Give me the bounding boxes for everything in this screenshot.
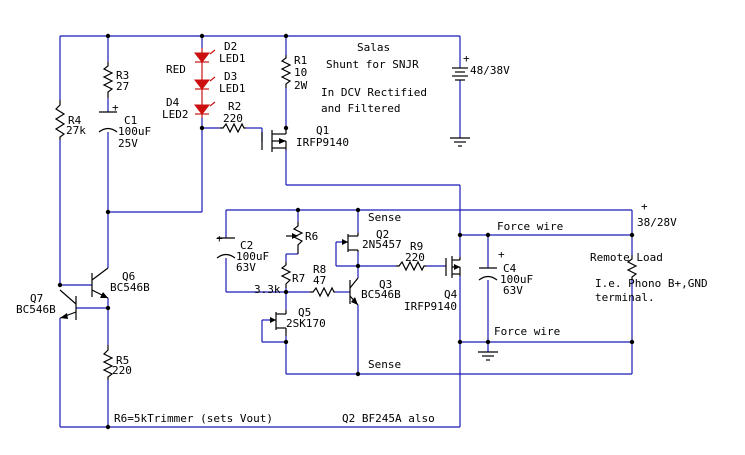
force-wire-label-top: Force wire [497,220,563,233]
resistor-r7 [280,262,292,288]
resistor-remote-load [626,255,638,280]
resistor-r2 [220,122,246,134]
r6-ref: R6 [305,230,318,243]
r7-ref: R7 [292,272,305,285]
bjt-q3 [349,277,359,306]
jfet-q2 [342,233,359,252]
q4-ref: Q4 [444,288,458,301]
bjt-q7 [59,289,77,320]
led-d2-ref: D2 [224,40,237,53]
c4-voltage: 63V [503,284,523,297]
r3-value: 27 [116,80,129,93]
r5-value: 220 [112,364,132,377]
q7-ref: Q7 [30,292,43,305]
q5-value: 2SK170 [286,317,326,330]
r1-value: 10 [294,66,307,79]
led-d3 [193,76,216,105]
capacitor-c2 [216,237,236,259]
q7-value: BC546B [16,303,56,316]
title-line-4: and Filtered [321,102,400,115]
q6-ref: Q6 [122,270,135,283]
resistor-r3 [102,62,114,98]
q3-ref: Q3 [379,278,392,291]
r3-ref: R3 [116,69,129,82]
r6-trimmer-note: R6=5kTrimmer (sets Vout) [114,412,273,425]
resistor-r8 [310,286,335,298]
junctions [57,33,635,430]
led-d3-value: LED1 [219,82,246,95]
led-d2 [193,48,216,80]
c2-plus: + [216,232,223,245]
title-line-3: In DCV Rectified [321,86,427,99]
q2-alternative-note: Q2 BF245A also [342,412,435,425]
mosfet-q4 [445,256,461,278]
q2-value: 2N5457 [362,238,402,251]
r7-value: 3.3k [254,283,281,296]
r9-ref: R9 [410,240,423,253]
mosfet-q1 [261,128,287,152]
c4-value: 100uF [500,273,533,286]
c4-plus: + [498,248,505,261]
r5-ref: R5 [116,354,129,367]
battery-symbol [452,67,468,81]
r8-value: 47 [313,274,326,287]
c1-plus: + [112,101,119,114]
c2-ref: C2 [240,239,253,252]
q6-value: BC546B [110,281,150,294]
r4-value: 27k [66,124,86,137]
q4-value: IRFP9140 [404,300,457,313]
force-wire-label-bottom: Force wire [494,325,560,338]
sense-label-bottom: Sense [368,358,401,371]
led-d4-ref: D4 [166,96,180,109]
capacitor-c4 [478,267,498,281]
c1-value: 100uF [118,125,151,138]
bjt-q6 [91,267,109,299]
resistor-r4 [54,100,66,140]
jfet-q5 [270,310,287,336]
q3-value: BC546B [361,288,401,301]
r1-ref: R1 [294,54,307,67]
load-description-2: terminal. [595,291,655,304]
r2-ref: R2 [228,100,241,113]
sense-label-top: Sense [368,211,401,224]
supply-plus: + [463,52,470,65]
output-voltage: 38/28V [637,216,677,229]
trimmer-arrow [286,233,298,239]
led-d4-value: LED2 [162,108,189,121]
resistor-r6 [292,222,304,254]
c2-voltage: 63V [236,261,256,274]
resistor-r1 [280,55,292,88]
r1-power: 2W [294,79,308,92]
q1-ref: Q1 [316,124,329,137]
q2-ref: Q2 [376,228,389,241]
remote-load-label: Remote Load [590,251,663,264]
wires [59,35,633,428]
ground-symbol-supply [450,137,470,147]
resistor-r9 [396,260,426,272]
led-color-label: RED [166,63,186,76]
ground-symbol-output [478,351,498,361]
resistor-r5 [102,345,114,380]
r4-ref: R4 [68,114,82,127]
led-d2-value: LED1 [219,52,246,65]
q1-value: IRFP9140 [296,136,349,149]
led-d3-ref: D3 [224,70,237,83]
c1-voltage: 25V [118,137,138,150]
capacitor-c1 [98,111,118,133]
c2-value: 100uF [236,250,269,263]
r2-value: 220 [223,112,243,125]
r9-value: 220 [405,251,425,264]
title-line-2: Shunt for SNJR [326,58,419,71]
q5-ref: Q5 [298,306,311,319]
c4-ref: C4 [503,262,517,275]
load-description-1: I.e. Phono B+,GND [595,277,708,290]
title-line-1: Salas [357,41,390,54]
led-d4 [193,101,216,118]
supply-voltage: 48/38V [470,64,510,77]
r8-ref: R8 [313,263,326,276]
title-block: Salas Shunt for SNJR In DCV Rectified an… [321,41,427,115]
c1-ref: C1 [124,114,137,127]
output-plus: + [641,200,648,213]
